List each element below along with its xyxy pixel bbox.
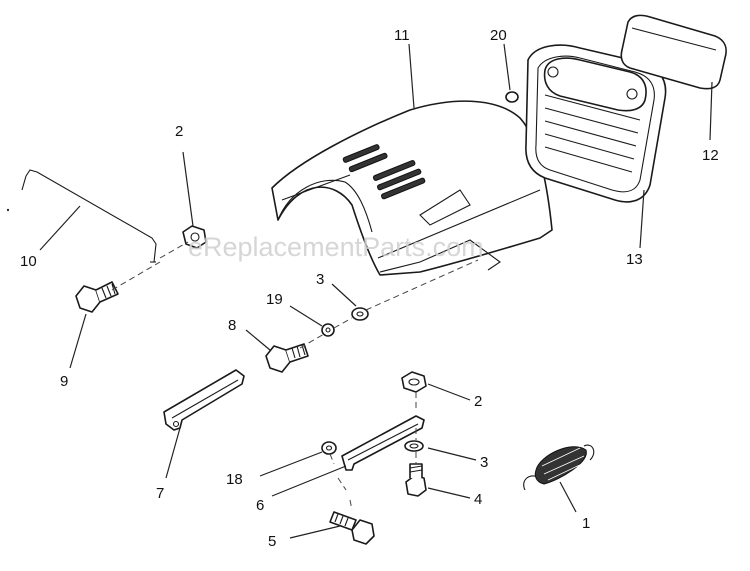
callout-2-lower: 2: [474, 393, 482, 410]
callout-9: 9: [60, 373, 68, 390]
callout-3-lower: 3: [480, 454, 488, 471]
callout-6: 6: [256, 497, 264, 514]
callout-2-upper: 2: [175, 123, 183, 140]
callout-3-upper: 3: [316, 271, 324, 288]
stray-dot: [6, 208, 10, 212]
callout-18: 18: [226, 471, 243, 488]
watermark: eReplacementParts.com: [188, 232, 484, 262]
bolt-4: [405, 463, 427, 497]
callout-4: 4: [474, 491, 482, 508]
nut-lower: [401, 371, 427, 393]
washer-18: [321, 441, 337, 455]
emblem-plate: [620, 14, 727, 90]
grille-slats: [544, 94, 641, 173]
bolt-9: [75, 281, 119, 313]
callout-11: 11: [394, 27, 410, 44]
bolt-8: [265, 343, 309, 373]
nut-upper: [182, 225, 207, 249]
washer-19: [321, 323, 335, 337]
callout-19: 19: [266, 291, 283, 308]
washer-upper: [351, 307, 369, 321]
assembly-lines: [111, 241, 479, 511]
hood-cover: [271, 100, 553, 276]
bolt-5: [329, 511, 375, 545]
hood-vents: [342, 144, 426, 200]
callout-1: 1: [582, 515, 590, 532]
callout-12: 12: [702, 147, 719, 164]
bracket-7: [163, 369, 245, 431]
support-rod: [21, 169, 157, 263]
washer-lower: [404, 440, 424, 452]
plug: [505, 91, 519, 103]
callout-10: 10: [20, 253, 37, 270]
spring: [523, 444, 595, 491]
bracket-6: [341, 415, 425, 471]
grille: [525, 44, 667, 203]
callout-13: 13: [626, 251, 643, 268]
callout-5: 5: [268, 533, 276, 550]
leader-lines: [39, 43, 713, 539]
callout-8: 8: [228, 317, 236, 334]
callout-labels: 11 20 12 13 2 10 9 3 19 8 7 2 3 4 1 18 6…: [20, 27, 719, 550]
callout-20: 20: [490, 27, 507, 44]
callout-7: 7: [156, 485, 164, 502]
